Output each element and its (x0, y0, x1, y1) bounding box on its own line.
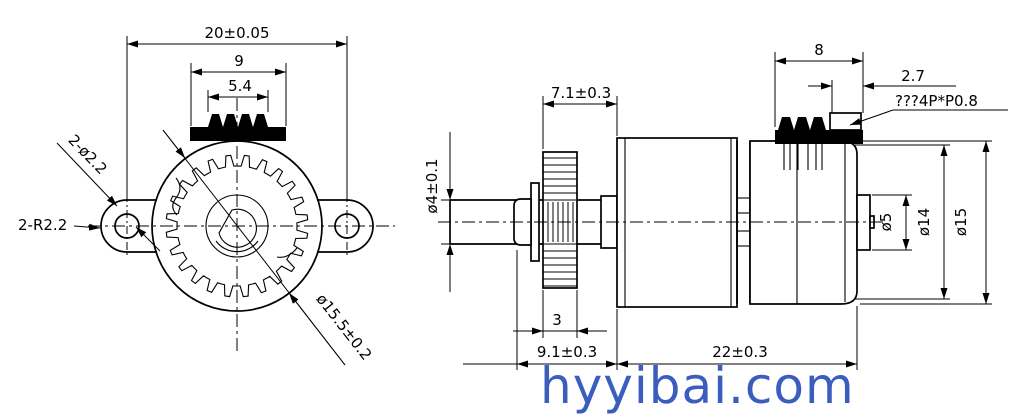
dimension-shaft-diameter: ø4±0.1 (423, 132, 459, 292)
rear-pinion (775, 117, 863, 144)
mount-hole-right (334, 213, 360, 239)
leader-ear-radius: 2-R2.2 (18, 216, 101, 234)
gear-wheel (165, 154, 309, 298)
dim-shaft-diameter-label: ø4±0.1 (423, 158, 441, 213)
dim-body-diameter-label: ø15.5±0.2 (313, 290, 376, 363)
ring-notch-top (736, 197, 751, 214)
rear-pinion-splines (783, 144, 823, 170)
dimension-body-length: 22±0.3 (617, 306, 858, 370)
dimension-outer-diameter: ø15 (860, 140, 992, 305)
side-view: 7.1±0.3 ø4±0.1 8 2.7 ???4 (423, 41, 1008, 370)
dim-body-length-label: 22±0.3 (712, 343, 768, 361)
spring-mark-left (172, 177, 181, 216)
dimension-gear-width: 3 (513, 290, 607, 338)
leader-mount-holes: 2-ø2.2 (56, 131, 161, 252)
dim-rear-pinion-length-label: 8 (814, 41, 824, 59)
dim-outer-diameter-label: ø15 (952, 208, 970, 236)
mount-ear-left (100, 199, 157, 253)
bore-arc (215, 240, 259, 253)
dim-gear-position-label: 7.1±0.3 (551, 84, 611, 102)
dim-pinion-width-label: 9 (234, 52, 244, 70)
leader-rear-pinion-spec: ???4P*P0.8 (849, 92, 1008, 126)
mount-ear-right (317, 199, 374, 253)
dimension-pinion-teeth-width: 5.4 (207, 77, 269, 112)
label-mount-ear-radius: 2-R2.2 (18, 216, 67, 234)
dimension-pinion-width: 9 (190, 52, 287, 126)
dim-mount-hole-spacing-label: 20±0.05 (204, 24, 269, 42)
dim-can-diameter-label: ø14 (915, 208, 933, 236)
mount-hole-left (114, 213, 140, 239)
dimension-rear-pinion-tip: 2.7 (808, 67, 956, 113)
dim-pinion-teeth-width-label: 5.4 (228, 77, 252, 95)
dimension-can-diameter: ø14 (855, 144, 950, 300)
spring-mark-right (276, 247, 298, 258)
hub-circle (205, 194, 269, 258)
dimension-mount-hole-spacing: 20±0.05 (126, 24, 348, 194)
output-gear-teeth-hatch (543, 157, 577, 287)
dimension-gear-position: 7.1±0.3 (542, 84, 618, 149)
d-bore (218, 208, 257, 248)
label-mount-holes: 2-ø2.2 (64, 131, 110, 178)
dim-shaft-extension-label: 9.1±0.3 (537, 343, 597, 361)
dim-gear-width-label: 3 (552, 311, 562, 329)
front-view: 20±0.05 9 5.4 2-ø2.2 2-R2.2 (18, 24, 395, 366)
dimension-shaft-extension: 9.1±0.3 (463, 250, 618, 370)
rear-pinion-tip-section (829, 112, 862, 131)
ring-notch-bottom (736, 230, 751, 247)
dim-boss-diameter-label: ø5 (877, 213, 895, 232)
watermark: hyyibai.com (540, 357, 855, 415)
dimension-rear-pinion-length: 8 (774, 41, 864, 127)
dimension-boss-diameter: ø5 (872, 194, 912, 251)
label-rear-pinion-spec: ???4P*P0.8 (895, 92, 978, 110)
front-pinion (190, 114, 286, 141)
dim-rear-pinion-tip-label: 2.7 (901, 67, 925, 85)
dimension-body-diameter: ø15.5±0.2 (162, 129, 376, 366)
